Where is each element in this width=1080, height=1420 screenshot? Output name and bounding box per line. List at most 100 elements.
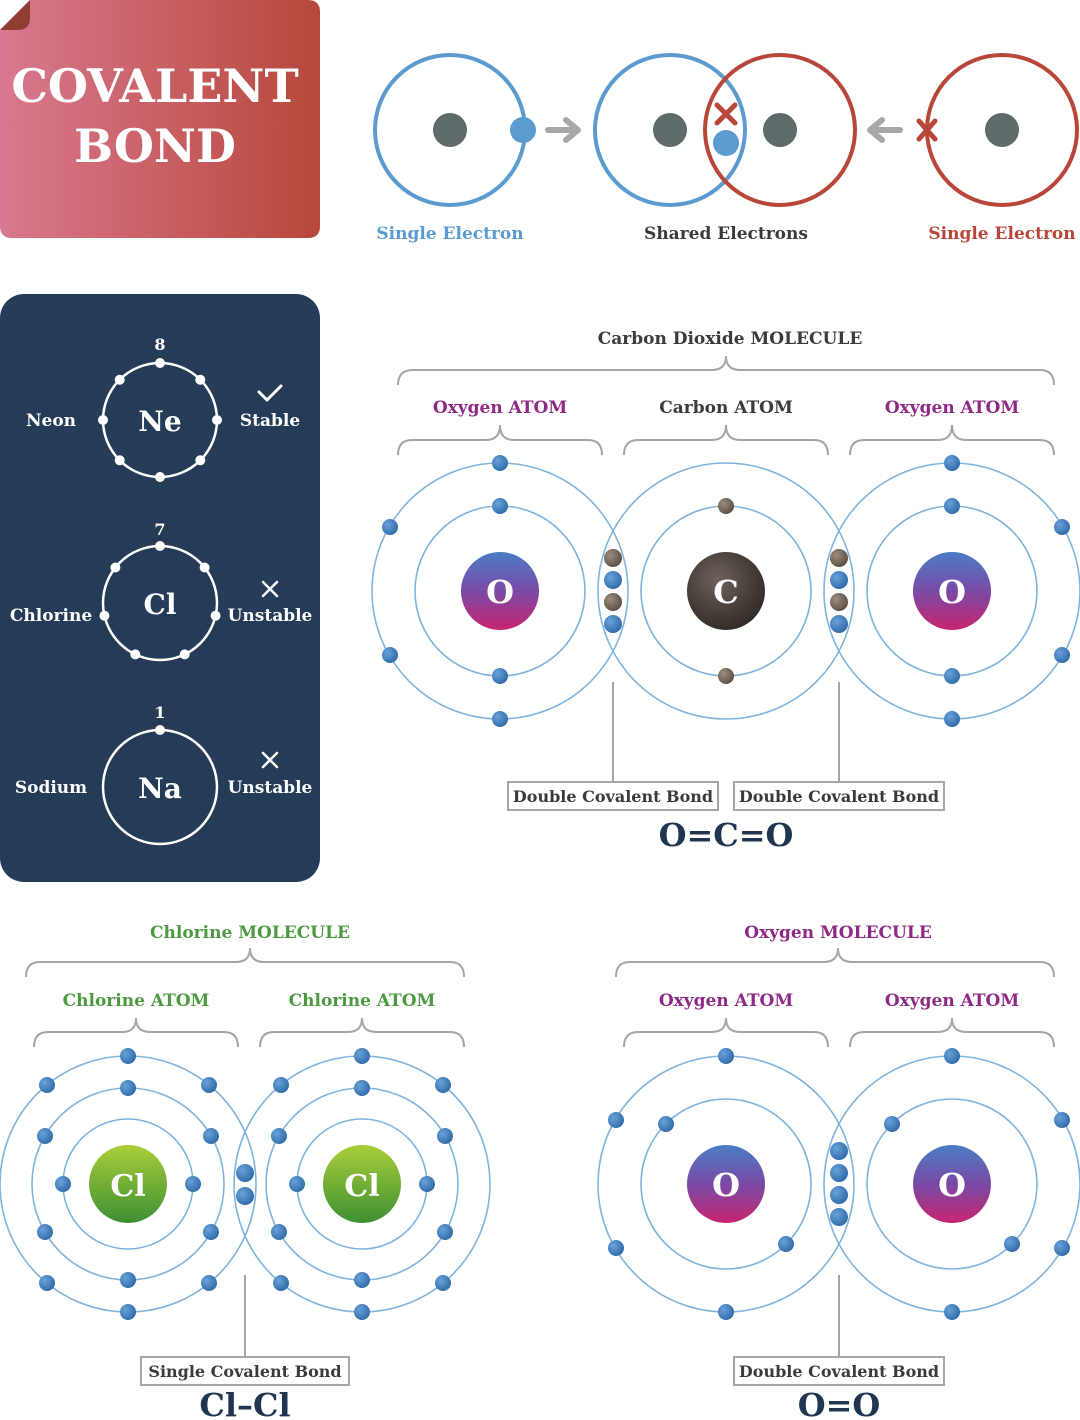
chlorine-name: Chlorine xyxy=(10,606,92,626)
electron xyxy=(419,1176,435,1192)
title-card: COVALENT BOND xyxy=(0,0,320,238)
electron xyxy=(120,1080,136,1096)
electron xyxy=(55,1176,71,1192)
co2-oxygen-nucleus-left xyxy=(461,552,539,630)
o1-inner-shell xyxy=(640,1098,812,1270)
chlorine-nucleus-left xyxy=(89,1145,167,1223)
shared-electron xyxy=(604,593,622,611)
shared-dot-electron xyxy=(713,130,739,156)
stability-panel-background xyxy=(0,294,320,882)
oxygen-atom-label-right: Oxygen ATOM xyxy=(885,991,1020,1011)
electron xyxy=(718,1048,734,1064)
electron xyxy=(382,647,398,663)
neon-row: Ne 8 Neon Stable xyxy=(26,335,300,482)
electron xyxy=(718,668,734,684)
chlorine-symbol: Cl xyxy=(144,588,177,621)
electron xyxy=(1054,1112,1070,1128)
neon-symbol: Ne xyxy=(138,405,181,438)
oxygen-bond-label: Double Covalent Bond xyxy=(739,1362,939,1381)
oxygen-nucleus-right xyxy=(913,1145,991,1223)
title-card-fold xyxy=(0,0,30,30)
electron xyxy=(271,1224,287,1240)
shared-electron xyxy=(604,571,622,589)
electron xyxy=(435,1275,451,1291)
co2-molecule-bracket xyxy=(397,355,1055,386)
co2-oxygen-atom-label-left: Oxygen ATOM xyxy=(433,398,568,418)
stability-panel: Ne 8 Neon Stable Cl 7 Chlorine Unstable … xyxy=(0,294,320,882)
shared-right-shell xyxy=(703,53,857,207)
electron xyxy=(39,1077,55,1093)
sodium-electron-count: 1 xyxy=(154,703,165,722)
electron xyxy=(99,610,110,621)
electron xyxy=(120,1272,136,1288)
electron xyxy=(120,1048,136,1064)
chlorine-electrons xyxy=(37,1048,453,1320)
co2-carbon-atom-label: Carbon ATOM xyxy=(659,398,793,418)
electron xyxy=(155,358,165,368)
electron xyxy=(37,1128,53,1144)
electron xyxy=(273,1275,289,1291)
electron xyxy=(195,455,206,466)
oxygen-symbol-right: O xyxy=(938,1166,966,1204)
shared-left-shell xyxy=(593,53,747,207)
co2-bond-label-box-right xyxy=(733,781,945,811)
electron xyxy=(658,1116,674,1132)
electron xyxy=(437,1128,453,1144)
oxygen-formula: O=O xyxy=(798,1386,881,1420)
co2-oxygen-bracket-right xyxy=(849,424,1055,456)
electron xyxy=(944,498,960,514)
oxygen-electrons xyxy=(608,1048,1070,1320)
sodium-row: Na 1 Sodium Unstable xyxy=(15,703,313,846)
arrow-left-icon xyxy=(867,117,903,143)
co2-formula: O=C=O xyxy=(659,816,794,854)
oxygen-atom-label-left: Oxygen ATOM xyxy=(659,991,794,1011)
sodium-symbol: Na xyxy=(138,772,182,805)
right-single-electron-label: Single Electron xyxy=(928,224,1075,244)
cross-icon xyxy=(261,580,279,598)
oxygen-bond-label-box xyxy=(733,1356,945,1386)
check-icon xyxy=(257,384,283,402)
electron xyxy=(354,1304,370,1320)
chlorine-row: Cl 7 Chlorine Unstable xyxy=(10,520,313,662)
shared-electron xyxy=(830,571,848,589)
chlorine-molecule: Chlorine MOLECULE Chlorine ATOM Chlorine… xyxy=(0,923,491,1420)
chlorine-electrons xyxy=(99,541,221,660)
co2-electrons xyxy=(382,455,1070,727)
electron xyxy=(492,711,508,727)
chlorine-symbol-left: Cl xyxy=(110,1169,145,1204)
chlorine-atom-label-left: Chlorine ATOM xyxy=(63,991,210,1011)
co2-carbon-symbol: C xyxy=(713,573,738,611)
electron xyxy=(155,472,165,482)
chlorine-symbol-right: Cl xyxy=(344,1169,379,1204)
neon-name: Neon xyxy=(26,411,76,431)
left-atom-nucleus xyxy=(433,113,467,147)
chlorine-atom-label-right: Chlorine ATOM xyxy=(289,991,436,1011)
oxygen-atom-bracket-left xyxy=(623,1017,829,1048)
co2-oxygen-symbol-left: O xyxy=(486,573,514,611)
electron xyxy=(203,1128,219,1144)
o2-inner-shell xyxy=(866,1098,1038,1270)
oxygen-molecule-label: Oxygen MOLECULE xyxy=(744,923,932,943)
electron xyxy=(110,562,121,573)
co2-carbon-nucleus xyxy=(687,552,765,630)
electron xyxy=(179,649,190,660)
arrow-right-icon xyxy=(545,117,581,143)
shared-electron xyxy=(830,549,848,567)
oxygen-molecule: Oxygen MOLECULE Oxygen ATOM Oxygen ATOM … xyxy=(597,923,1080,1420)
electron xyxy=(608,1112,624,1128)
chlorine-bond-label-box xyxy=(140,1356,350,1386)
shared-electron xyxy=(236,1164,254,1182)
electron xyxy=(437,1224,453,1240)
electron xyxy=(271,1128,287,1144)
electron xyxy=(718,1304,734,1320)
electron-sharing-diagram: Single Electron Shared Electrons Single … xyxy=(373,53,1079,244)
chlorine-nucleus-right xyxy=(323,1145,401,1223)
shared-electron xyxy=(604,549,622,567)
co2-c-outer-shell xyxy=(597,462,855,720)
co2-oxygen-atom-label-right: Oxygen ATOM xyxy=(885,398,1020,418)
co2-oxygen-nucleus-right xyxy=(913,552,991,630)
electron xyxy=(195,374,206,385)
electron xyxy=(354,1048,370,1064)
electron xyxy=(1054,647,1070,663)
electron xyxy=(1054,519,1070,535)
